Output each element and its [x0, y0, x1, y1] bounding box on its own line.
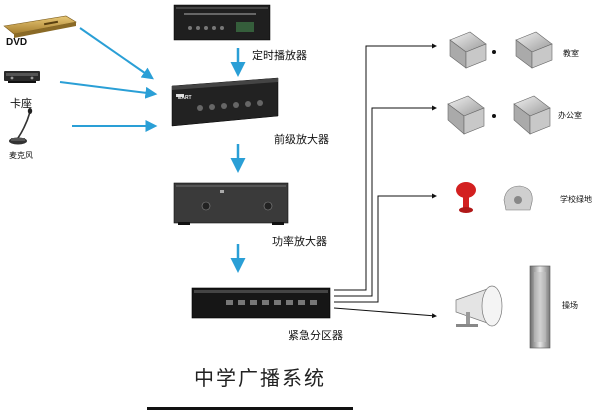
emergency-zoner-label: 紧急分区器	[288, 329, 343, 342]
office-label: 办公室	[558, 111, 582, 120]
cassette-label: 卡座	[10, 97, 32, 110]
dvd-label: DVD	[6, 37, 28, 48]
power-amplifier-label: 功率放大器	[272, 235, 327, 248]
preamplifier-device	[171, 77, 279, 127]
playground-label: 操场	[562, 301, 578, 310]
preamplifier-label: 前级放大器	[274, 133, 329, 146]
dvd-player-icon	[3, 15, 77, 38]
microphone-label: 麦克风	[9, 151, 33, 160]
wire-to-office	[334, 105, 437, 297]
emergency-zoner-device	[191, 287, 331, 319]
power-amplifier-device	[173, 182, 289, 225]
wire-to-classroom	[334, 43, 437, 291]
microphone-icon	[9, 108, 33, 145]
arrow-dvd-to-preamp	[79, 27, 154, 80]
timer-player-device	[173, 4, 271, 41]
campus-green-label: 学校绿地	[560, 195, 592, 204]
zone-wiring	[333, 43, 437, 319]
brand-badge: EART	[178, 95, 192, 101]
wire-to-campus-green	[334, 193, 437, 303]
cassette-deck-icon	[4, 71, 40, 83]
office-speaker-icon	[447, 95, 551, 135]
timer-player-label: 定时播放器	[252, 49, 307, 62]
title-underline	[147, 407, 353, 410]
classroom-speaker-icon	[449, 31, 553, 69]
playground-speaker-icon	[455, 265, 551, 349]
classroom-label: 教室	[563, 49, 579, 58]
arrow-cassette-to-preamp	[59, 81, 158, 99]
wire-to-playground	[333, 307, 437, 319]
campus-green-speaker-icon	[456, 182, 533, 213]
diagram-title: 中学广播系统	[194, 366, 326, 390]
